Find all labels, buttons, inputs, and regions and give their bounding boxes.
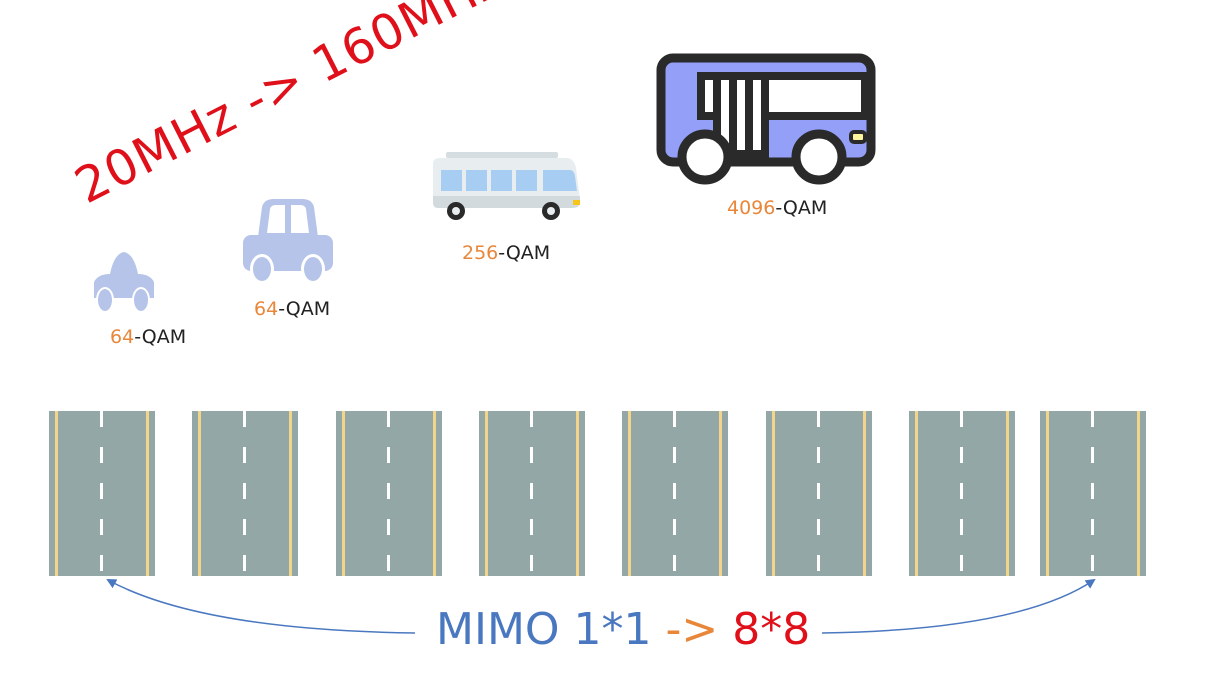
mimo-arrow: -> bbox=[651, 604, 733, 655]
qam-label-small-car: 64-QAM bbox=[110, 326, 187, 348]
mimo-prefix: MIMO 1*1 bbox=[436, 604, 652, 655]
bus-icon bbox=[656, 53, 876, 185]
minibus-icon bbox=[433, 152, 580, 220]
mimo-label: MIMO 1*1 -> 8*8 bbox=[436, 604, 810, 655]
road-lane-3 bbox=[336, 411, 442, 576]
road-lane-7 bbox=[909, 411, 1015, 576]
qam-label-minibus: 256-QAM bbox=[462, 242, 551, 264]
road-lane-6 bbox=[766, 411, 872, 576]
road-lane-4 bbox=[479, 411, 585, 576]
sedan-icon bbox=[243, 199, 333, 284]
qam-label-sedan: 64-QAM bbox=[254, 298, 331, 320]
road-lane-5 bbox=[622, 411, 728, 576]
road-lane-8 bbox=[1040, 411, 1146, 576]
left-arrow bbox=[106, 579, 416, 634]
qam-label-bus: 4096-QAM bbox=[727, 197, 828, 219]
road-lane-1 bbox=[49, 411, 155, 576]
road-lane-2 bbox=[192, 411, 298, 576]
mimo-target: 8*8 bbox=[732, 604, 811, 655]
right-arrow bbox=[821, 578, 1096, 634]
small-car-icon bbox=[94, 252, 154, 313]
